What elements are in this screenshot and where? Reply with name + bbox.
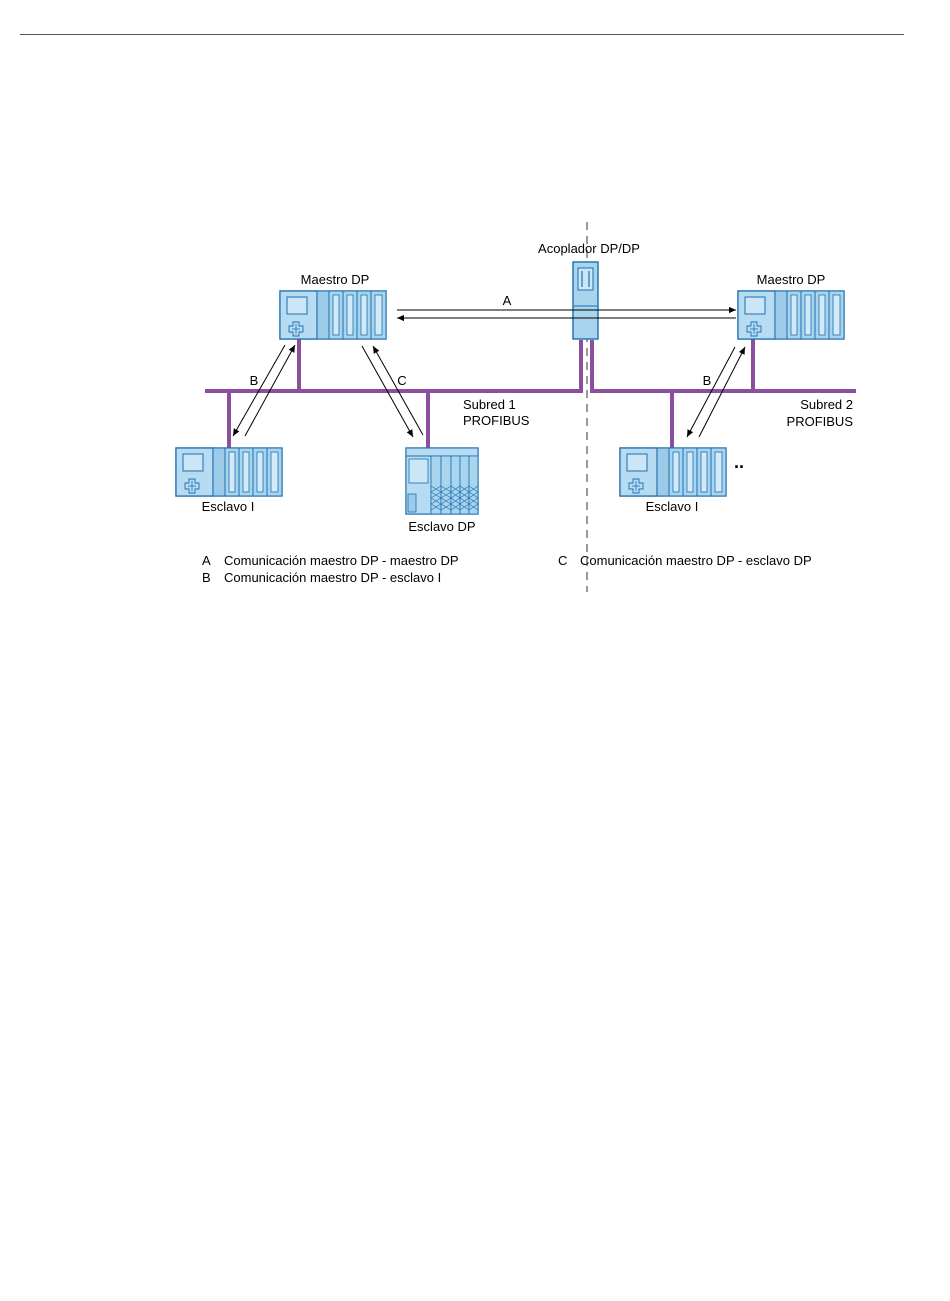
profibus-subnet-1: [205, 339, 581, 448]
i-slave-left: [176, 448, 282, 496]
arrow-b-left-label: B: [250, 373, 259, 388]
slave-i-left-label: Esclavo I: [202, 499, 255, 514]
subnet2-label-line2: PROFIBUS: [787, 414, 854, 429]
legend-letter: C: [558, 552, 580, 569]
legend-item-b: B Comunicación maestro DP - esclavo I: [202, 569, 459, 586]
master-left-label: Maestro DP: [301, 272, 370, 287]
legend-item-c: C Comunicación maestro DP - esclavo DP: [558, 552, 812, 569]
dp-slave-et200: [406, 448, 478, 514]
subnet1-label-line2: PROFIBUS: [463, 413, 530, 428]
legend-right: C Comunicación maestro DP - esclavo DP: [558, 552, 812, 569]
coupler-label: Acoplador DP/DP: [538, 241, 640, 256]
legend-letter: A: [202, 552, 224, 569]
legend-text: Comunicación maestro DP - esclavo I: [224, 569, 441, 586]
legend-letter: B: [202, 569, 224, 586]
dp-dp-coupler: [573, 262, 598, 339]
legend-text: Comunicación maestro DP - esclavo DP: [580, 552, 812, 569]
dp-master-right: [738, 291, 844, 339]
legend-left: A Comunicación maestro DP - maestro DP B…: [202, 552, 459, 586]
i-slave-right: [620, 448, 726, 496]
legend-text: Comunicación maestro DP - maestro DP: [224, 552, 459, 569]
slave-i-right-label: Esclavo I: [646, 499, 699, 514]
dp-master-left: [280, 291, 386, 339]
arrow-a-master-master: [397, 310, 736, 318]
subnet2-label-line1: Subred 2: [800, 397, 853, 412]
more-devices-ellipsis: ..: [734, 452, 744, 472]
master-right-label: Maestro DP: [757, 272, 826, 287]
arrow-c-label: C: [397, 373, 406, 388]
slave-dp-label: Esclavo DP: [408, 519, 475, 534]
legend-item-a: A Comunicación maestro DP - maestro DP: [202, 552, 459, 569]
arrow-a-label: A: [503, 293, 512, 308]
profibus-subnet-2: [592, 339, 856, 448]
arrow-b-right-label: B: [703, 373, 712, 388]
subnet1-label-line1: Subred 1: [463, 397, 516, 412]
